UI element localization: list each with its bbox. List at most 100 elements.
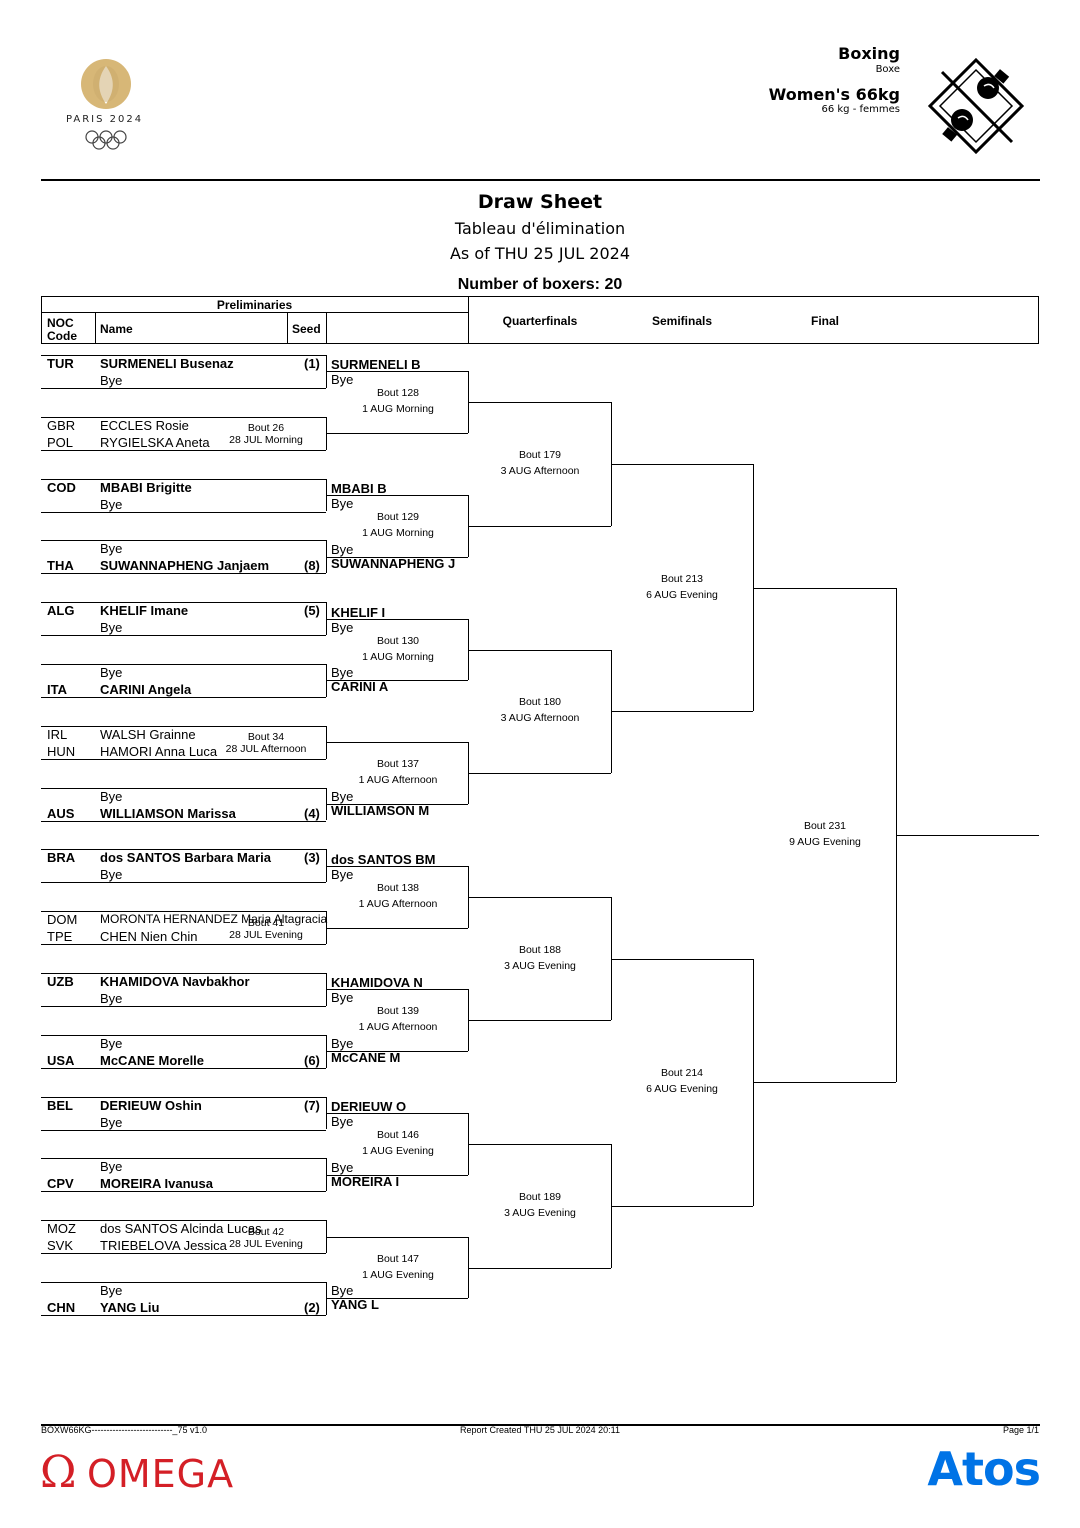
bout-time: 1 AUG Afternoon — [358, 897, 438, 910]
bracket-line — [41, 696, 326, 698]
bracket-line — [41, 1034, 326, 1036]
boxer-name: WALSH Grainne — [100, 726, 196, 742]
bracket-line — [468, 989, 469, 1052]
bout-time: 1 AUG Morning — [362, 526, 434, 539]
bout-time: 28 JUL Afternoon — [225, 743, 307, 756]
semifinals-header: Semifinals — [651, 314, 713, 328]
bout-time: 1 AUG Evening — [362, 1268, 434, 1281]
bout-time: 28 JUL Evening — [229, 928, 303, 941]
noc-code: BRA — [47, 850, 76, 866]
noc-code: AUS — [47, 805, 75, 821]
footer-divider — [41, 1424, 1040, 1426]
bracket-line — [753, 1082, 896, 1084]
bracket-line — [326, 787, 327, 821]
bye-label: Bye — [331, 789, 354, 805]
bracket-line — [41, 1282, 326, 1283]
noc-code: THA — [47, 558, 74, 574]
boxer-name: SUWANNAPHENG Janjaem — [100, 558, 270, 574]
column-header-box — [41, 296, 1039, 344]
bye-label: Bye — [331, 1036, 354, 1052]
bout-time: 1 AUG Morning — [362, 403, 434, 416]
bout-number: Bout 129 — [376, 510, 420, 523]
bout-number: Bout 128 — [376, 387, 420, 400]
bracket-line — [468, 371, 469, 434]
bracket-line — [326, 849, 327, 883]
bracket-line — [41, 820, 326, 822]
bracket-line — [326, 416, 327, 450]
seed-number: (5) — [304, 603, 320, 619]
bracket-line — [41, 787, 326, 789]
bracket-line — [41, 635, 326, 637]
bracket-line — [468, 525, 611, 527]
noc-code: IRL — [47, 726, 68, 742]
noc-code: ALG — [47, 603, 75, 619]
bout-number: Bout 130 — [376, 634, 420, 647]
bye-label: Bye — [100, 1283, 123, 1298]
noc-code: BEL — [47, 1097, 73, 1113]
bracket-line — [41, 1220, 326, 1222]
bracket-line — [41, 1129, 326, 1131]
bracket-line — [468, 773, 611, 775]
bracket-line — [326, 1298, 468, 1300]
atos-logo: Atos — [927, 1442, 1041, 1496]
bracket-line — [326, 1051, 468, 1053]
bracket-line — [326, 618, 468, 620]
bracket-line — [611, 1143, 612, 1268]
advanced-boxer: KHELIF I — [331, 604, 386, 620]
noc-code: HUN — [47, 743, 76, 759]
logo-text: PARIS 2024 — [66, 114, 144, 125]
bout-number: Bout 41 — [247, 916, 285, 929]
quarterfinals-header: Quarterfinals — [502, 314, 578, 328]
advanced-boxer: MOREIRA I — [331, 1173, 400, 1189]
seed-number: (4) — [304, 805, 320, 821]
advanced-boxer: MBABI B — [331, 481, 387, 497]
bracket-line — [41, 1253, 326, 1255]
bracket-line — [611, 958, 753, 960]
bracket-line — [468, 618, 469, 681]
boxer-name: dos SANTOS Alcinda Lucas — [100, 1221, 262, 1237]
bout-time: 1 AUG Afternoon — [358, 774, 438, 787]
bye-label: Bye — [331, 665, 354, 681]
bye-label: Bye — [100, 867, 123, 883]
boxer-name: RYGIELSKA Aneta — [100, 434, 210, 450]
bracket-line — [41, 1096, 326, 1098]
noc-code: MOZ — [47, 1221, 76, 1237]
prelim-header-divider — [41, 312, 468, 313]
bout-number: Bout 146 — [376, 1128, 420, 1141]
bout-time: 3 AUG Afternoon — [500, 712, 580, 725]
bye-label: Bye — [331, 1283, 354, 1299]
bout-time: 9 AUG Evening — [789, 835, 861, 848]
bracket-line — [326, 989, 468, 991]
bracket-line — [41, 882, 326, 884]
bye-label: Bye — [100, 788, 123, 804]
name-header: Name — [100, 322, 133, 336]
sport-title-fr: Boxe — [875, 64, 900, 75]
document-code: BOXW66KG---------------------------_75 v… — [41, 1425, 207, 1435]
bout-time: 3 AUG Afternoon — [500, 465, 580, 478]
bracket-line — [41, 511, 326, 513]
col-divider — [468, 296, 469, 344]
bout-number: Bout 213 — [660, 572, 704, 585]
bracket-line — [611, 1205, 753, 1207]
bracket-line — [326, 433, 468, 435]
bout-number: Bout 231 — [803, 819, 847, 832]
seed-number: (3) — [304, 850, 320, 866]
bracket-line — [468, 865, 469, 928]
bracket-line — [326, 1236, 468, 1238]
page-number: Page 1/1 — [1002, 1425, 1039, 1435]
bracket-line — [326, 911, 327, 945]
bout-number: Bout 137 — [376, 758, 420, 771]
bout-number: Bout 34 — [247, 731, 285, 744]
boxer-name: CARINI Angela — [100, 681, 192, 697]
advanced-boxer: WILLIAMSON M — [331, 803, 430, 819]
header-divider — [41, 179, 1040, 181]
code-header: Code — [47, 329, 77, 343]
sport-title: Boxing — [838, 44, 900, 63]
bracket-line — [326, 371, 468, 373]
bout-time: 3 AUG Evening — [504, 1206, 576, 1219]
omega-symbol-icon: Ω — [40, 1447, 77, 1498]
boxer-name: ECCLES Rosie — [100, 417, 189, 433]
boxer-name: CHEN Nien Chin — [100, 929, 198, 945]
col-divider — [326, 312, 327, 344]
bout-time: 1 AUG Afternoon — [358, 1021, 438, 1034]
